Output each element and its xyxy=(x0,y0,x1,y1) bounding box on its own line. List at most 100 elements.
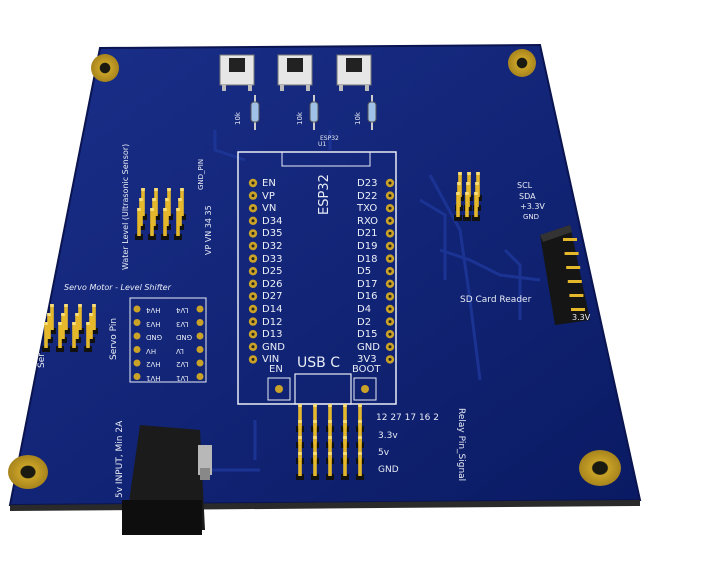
header-pin xyxy=(141,188,145,216)
esp32-antenna-outline xyxy=(281,151,371,167)
gnd-pin-label: GND_PIN xyxy=(197,158,205,190)
header-pin xyxy=(139,198,143,226)
header-pin xyxy=(358,404,362,428)
i2c-sda-label: SDA xyxy=(519,192,536,201)
level-shifter-label-right: LV4 xyxy=(176,306,189,314)
mount-hole-bl xyxy=(8,455,48,489)
relay-header xyxy=(296,404,364,480)
esp32-pin-label-right: D15 xyxy=(357,329,378,341)
header-pin xyxy=(343,436,347,460)
resistor-3 xyxy=(367,95,377,130)
relay-33v-label: 3.3v xyxy=(378,431,398,441)
header-pin xyxy=(313,404,317,428)
esp32-pin-label-left: D32 xyxy=(262,241,283,252)
header-pin xyxy=(58,322,62,348)
header-pin xyxy=(75,313,79,339)
esp32-pin-label-left: D33 xyxy=(262,253,283,265)
sd-33v-label: 3.3V xyxy=(572,313,591,322)
level-shifter-label-right: GND xyxy=(176,333,193,341)
esp32-pin-label-right: RXO xyxy=(357,215,379,227)
header-pin xyxy=(358,420,362,444)
esp32-pin-label-right: 3V3 xyxy=(357,354,377,366)
header-pin xyxy=(328,420,332,444)
esp32-pin-label-left: VP xyxy=(262,190,275,202)
esp32-ref: U1 xyxy=(318,141,327,148)
esp32-pin-label-right: GND xyxy=(357,341,380,353)
level-shifter-label-left: HV4 xyxy=(146,306,161,314)
esp32-right-pads xyxy=(385,178,395,364)
header-pin xyxy=(456,192,460,217)
esp32-pin-label-right: D4 xyxy=(357,304,372,315)
esp32-pin-label-left: D25 xyxy=(262,266,283,278)
esp32-title: ESP32 xyxy=(317,174,332,215)
resistor-label-2: 10k xyxy=(295,112,304,125)
header-pin xyxy=(328,404,332,428)
esp32-pin-label-right: D22 xyxy=(357,190,378,202)
en-button-outline xyxy=(267,377,291,401)
header-pin xyxy=(298,452,302,476)
boot-button-outline xyxy=(353,377,377,401)
level-shifter-outline xyxy=(129,297,207,383)
header-pin xyxy=(137,208,141,236)
header-pin xyxy=(313,436,317,460)
level-shifter-label-right: LV3 xyxy=(176,319,189,328)
esp32-label-small: ESP32 xyxy=(320,135,339,142)
mount-hole-tr xyxy=(508,49,536,77)
i2c-header xyxy=(454,172,482,221)
water-level-header xyxy=(135,188,186,240)
header-pin xyxy=(328,436,332,460)
level-shifter-pads xyxy=(133,305,204,380)
i2c-scl-label: SCL xyxy=(517,181,533,190)
header-pin xyxy=(176,208,180,236)
header-pin xyxy=(298,436,302,460)
header-pin xyxy=(180,188,184,216)
servo-title-label: Servo Motor - Level Shifter xyxy=(64,283,171,292)
header-pin xyxy=(343,404,347,428)
esp32-pin-label-right: D19 xyxy=(357,241,378,252)
level-shifter-label-left: HV xyxy=(146,346,157,355)
resistor-label-1: 10k xyxy=(233,112,242,125)
push-button-2 xyxy=(277,54,313,91)
push-button-1 xyxy=(219,54,255,91)
header-pin xyxy=(92,304,96,330)
header-pin xyxy=(328,452,332,476)
servo-header xyxy=(42,304,98,352)
level-shifter-label-right: LV2 xyxy=(176,360,189,368)
header-pin xyxy=(61,313,65,339)
esp32-pin-label-right: D17 xyxy=(357,278,378,290)
esp32-pin-label-right: D21 xyxy=(357,228,378,240)
en-button-pad xyxy=(275,385,283,393)
header-pin xyxy=(313,420,317,444)
esp32-pin-label-left: VIN xyxy=(262,354,280,366)
relay-gnd-label: GND xyxy=(378,465,399,475)
en-label: EN xyxy=(269,364,283,375)
header-pin xyxy=(298,404,302,428)
relay-5v-label: 5v xyxy=(378,448,390,458)
esp32-pin-label-left: D34 xyxy=(262,215,283,227)
esp32-pin-label-right: D23 xyxy=(357,178,378,189)
level-shifter-label-left: HV1 xyxy=(146,373,161,382)
sd-card-header xyxy=(540,225,590,325)
header-pin xyxy=(298,420,302,444)
relay-pins-label: 12 27 17 16 2 xyxy=(376,413,439,423)
mount-hole-tl xyxy=(91,54,119,82)
esp32-pin-label-right: TXO xyxy=(357,203,378,215)
usb-c-label: USB C xyxy=(297,355,340,371)
esp32-pin-label-left: D35 xyxy=(262,228,283,240)
header-pin xyxy=(64,304,68,330)
level-shifter-label-left: HV3 xyxy=(146,319,161,328)
header-pin xyxy=(167,188,171,216)
header-pin xyxy=(89,313,93,339)
water-level-label: Water Level (Ultrasonic Sensor) xyxy=(121,143,130,270)
push-button-3 xyxy=(336,54,372,91)
resistor-label-3: 10k xyxy=(353,112,362,125)
esp32-pin-label-left: D26 xyxy=(262,278,283,290)
power-input-label: 5v INPUT, Min 2A xyxy=(115,420,125,498)
header-pin xyxy=(152,198,156,226)
level-shifter-label-right: LV1 xyxy=(176,373,189,382)
header-pin xyxy=(474,192,478,217)
mount-hole-br xyxy=(579,450,621,486)
esp32-pin-label-left: D27 xyxy=(262,291,283,303)
header-pin xyxy=(343,452,347,476)
